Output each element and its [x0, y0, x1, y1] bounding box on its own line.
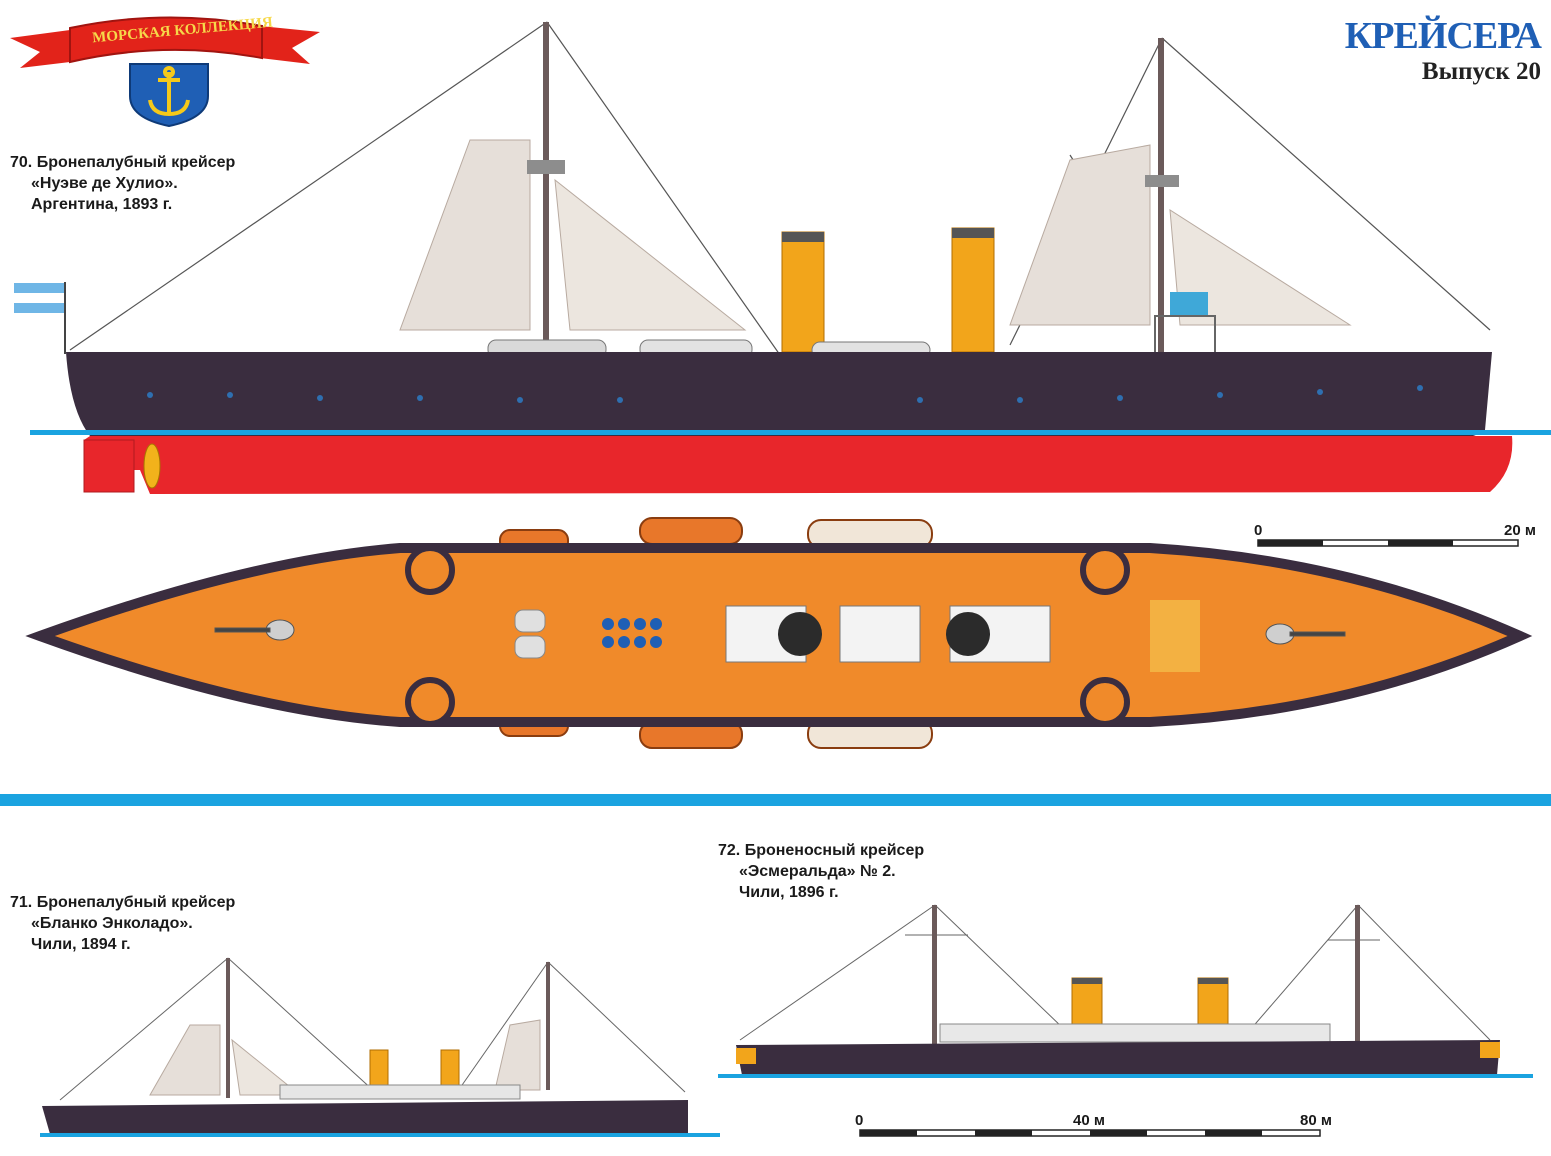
scale-lower-end: 80 м	[1300, 1112, 1332, 1129]
funnel-1-top	[778, 612, 822, 656]
ship-70-title: 70. Бронепалубный крейсер	[10, 154, 236, 171]
ship-71-name: «Бланко Энколадо».	[31, 915, 193, 932]
sail-fore	[399, 139, 531, 331]
issue-label: Выпуск 20	[1421, 58, 1541, 85]
water-line-71	[40, 1133, 720, 1137]
argentina-flag	[14, 283, 64, 313]
funnel-1	[781, 231, 825, 353]
ship-70-country: Аргентина, 1893 г.	[31, 196, 173, 213]
ship-71-country: Чили, 1894 г.	[31, 936, 131, 953]
hull	[66, 352, 1492, 438]
ship-72-title: 72. Броненосный крейсер	[718, 842, 925, 859]
mast-fore	[543, 22, 549, 352]
ship-71-caption: 71. Бронепалубный крейсер «Бланко Энкола…	[10, 892, 235, 955]
ship-72-country: Чили, 1896 г.	[739, 884, 839, 901]
ship-70-caption: 70. Бронепалубный крейсер «Нуэве де Хули…	[10, 152, 235, 215]
ship-71-title: 71. Бронепалубный крейсер	[10, 894, 236, 911]
water-line-70	[30, 430, 1551, 435]
anchor-icon	[148, 66, 190, 117]
funnel-2-top	[946, 612, 990, 656]
ship-70-profile	[14, 21, 1551, 494]
propeller	[143, 443, 161, 489]
scale-upper-end: 20 м	[1504, 522, 1536, 539]
water-band	[0, 794, 1551, 806]
funnel-72-1	[1071, 977, 1103, 1031]
scale-lower-start: 0	[855, 1112, 864, 1129]
series-title: КРЕЙСЕРА	[1344, 15, 1542, 57]
waterline-hull	[84, 436, 1513, 494]
water-line-72	[718, 1074, 1533, 1078]
ship-70-name: «Нуэве де Хулио».	[31, 175, 178, 192]
ship-72-caption: 72. Броненосный крейсер «Эсмеральда» № 2…	[718, 840, 924, 903]
funnel-72-2	[1197, 977, 1229, 1031]
ship-72-name: «Эсмеральда» № 2.	[739, 863, 896, 880]
collection-logo	[10, 16, 320, 128]
scale-upper-start: 0	[1254, 522, 1263, 539]
sail-main	[554, 178, 747, 331]
scale-lower-mid: 40 м	[1073, 1112, 1105, 1129]
